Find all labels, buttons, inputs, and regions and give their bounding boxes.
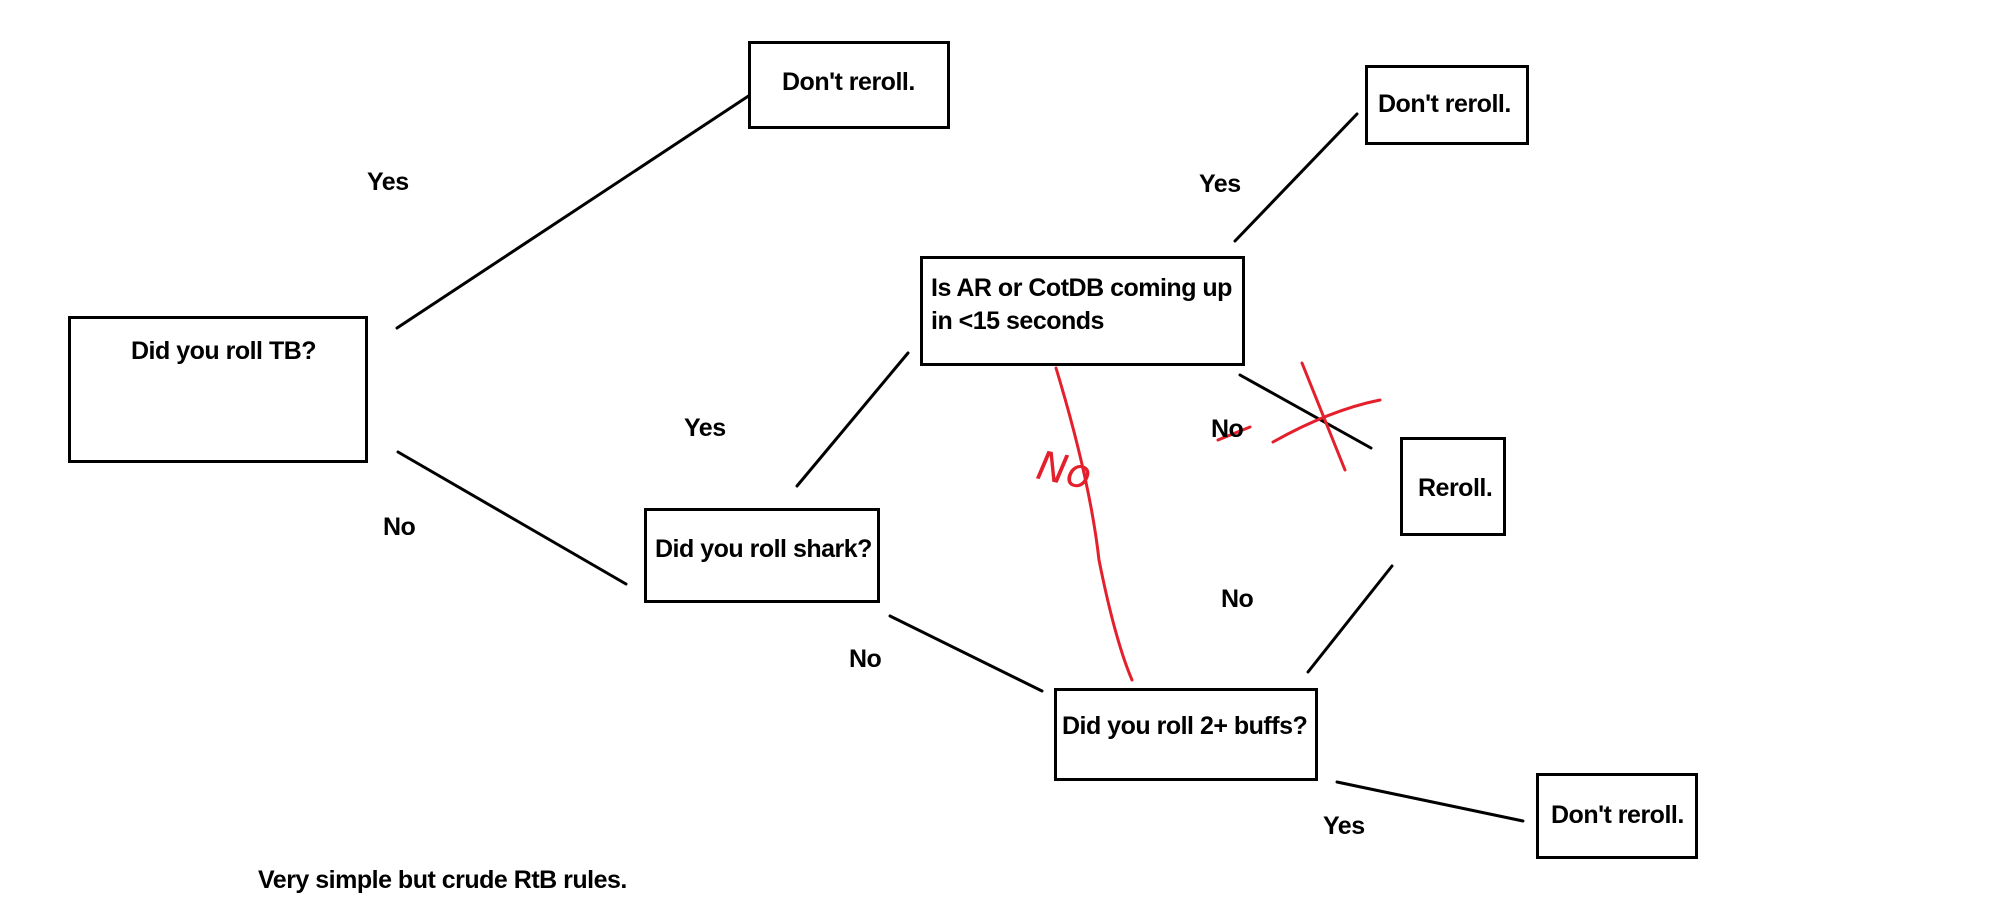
label-buffs-no: No: [1221, 585, 1254, 613]
label-ar-yes: Yes: [1199, 170, 1241, 198]
node-did-you-roll-tb: Did you roll TB?: [68, 316, 368, 463]
label-shark-yes: Yes: [684, 414, 726, 442]
edge-shark-no: [888, 614, 1044, 693]
node-dont-reroll-top-text: Don't reroll.: [782, 68, 915, 96]
node-ar-cotdb-question-text: Is AR or CotDB coming up in <15 seconds: [931, 274, 1232, 335]
edge-tb-no: [396, 450, 628, 586]
node-did-you-roll-tb-text: Did you roll TB?: [131, 337, 317, 365]
edge-ar-no: [1238, 373, 1373, 450]
node-reroll-text: Reroll.: [1418, 474, 1493, 502]
label-tb-yes: Yes: [367, 168, 409, 196]
node-did-you-roll-2-buffs-text: Did you roll 2+ buffs?: [1062, 712, 1308, 740]
edge-ar-yes: [1233, 112, 1359, 243]
label-buffs-yes: Yes: [1323, 812, 1365, 840]
edge-tb-yes: [395, 93, 752, 330]
node-dont-reroll-bottom: Don't reroll.: [1536, 773, 1698, 859]
node-reroll: Reroll.: [1400, 437, 1506, 536]
node-ar-cotdb-question: Is AR or CotDB coming up in <15 seconds: [920, 256, 1245, 366]
node-did-you-roll-2-buffs: Did you roll 2+ buffs?: [1054, 688, 1318, 781]
edge-buffs-yes: [1335, 780, 1525, 823]
red-cross-mark-b: [1271, 398, 1382, 444]
red-no-arrow: [1054, 366, 1134, 682]
node-dont-reroll-right-text: Don't reroll.: [1378, 90, 1511, 118]
node-dont-reroll-bottom-text: Don't reroll.: [1551, 801, 1684, 829]
node-dont-reroll-right: Don't reroll.: [1365, 65, 1529, 145]
node-did-you-roll-shark: Did you roll shark?: [644, 508, 880, 603]
label-shark-no: No: [849, 645, 882, 673]
node-dont-reroll-top: Don't reroll.: [748, 41, 950, 129]
node-did-you-roll-shark-text: Did you roll shark?: [655, 535, 872, 563]
edge-buffs-no: [1306, 564, 1394, 674]
caption: Very simple but crude RtB rules.: [258, 866, 627, 894]
label-tb-no: No: [383, 513, 416, 541]
label-ar-no-crossed: No: [1211, 415, 1244, 443]
edge-shark-yes: [795, 351, 910, 488]
red-strike-no: [1216, 425, 1252, 442]
